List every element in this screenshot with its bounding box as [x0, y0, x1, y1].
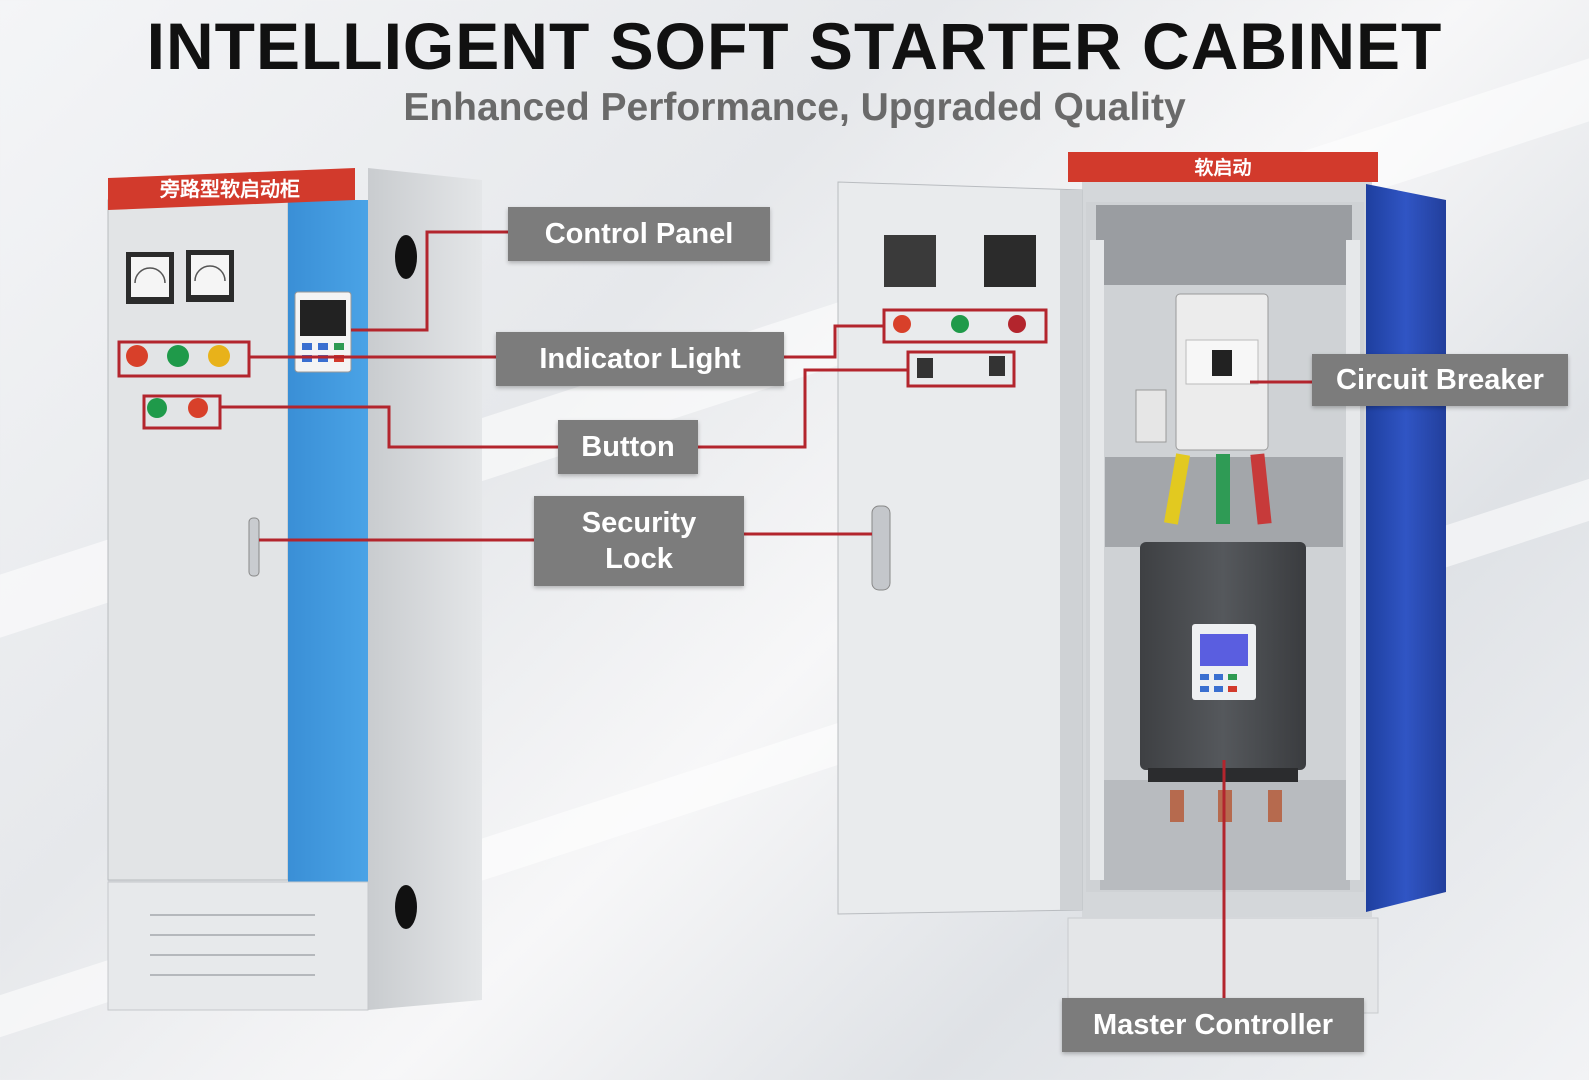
- page-subtitle: Enhanced Performance, Upgraded Quality: [403, 86, 1186, 129]
- auxiliary-breaker: [1135, 389, 1167, 443]
- callout-control-panel: Control Panel: [508, 207, 770, 261]
- left-cabinet-side: [368, 168, 482, 1010]
- door-indicator-darkred: [1008, 315, 1026, 333]
- right-cabinet-sign-plate: [1068, 152, 1378, 182]
- left-cabinet-sign-plate: [108, 168, 355, 210]
- leader-button-right: [698, 368, 908, 449]
- highlight-indicator-left: [117, 340, 251, 378]
- callout-security-lock: Security Lock: [534, 496, 744, 586]
- cable-entry-hole: [395, 885, 417, 929]
- right-cabinet-sign: 软启动: [1194, 156, 1251, 179]
- door-meter-left: [884, 235, 936, 287]
- callout-circuit-breaker: Circuit Breaker: [1312, 354, 1568, 406]
- leader-button-left: [220, 405, 560, 449]
- stop-button: [188, 398, 208, 418]
- cable-entry-hole: [395, 235, 417, 279]
- right-cabinet: 软启动: [837, 152, 1446, 1014]
- leader-control-panel: [351, 230, 510, 332]
- door-button-left: [917, 358, 933, 378]
- door-meter-right: [984, 235, 1036, 287]
- left-cabinet: 旁路型软启动柜: [107, 168, 482, 1011]
- left-cabinet-sign: 旁路型软启动柜: [159, 177, 300, 201]
- door-indicator-red: [893, 315, 911, 333]
- leader-indicator-right: [784, 324, 884, 359]
- callout-button: Button: [558, 420, 698, 474]
- right-cabinet-blue-panel: [1366, 184, 1446, 912]
- door-button-right: [989, 356, 1005, 376]
- highlight-button-left: [142, 394, 222, 430]
- leader-lines: [220, 230, 1312, 998]
- start-button: [147, 398, 167, 418]
- indicator-light-red: [126, 345, 148, 367]
- left-cabinet-vent-base: [107, 881, 369, 1011]
- indicator-light-yellow: [208, 345, 230, 367]
- door-security-lock: [871, 505, 891, 591]
- callout-master-controller: Master Controller: [1062, 998, 1364, 1052]
- left-security-lock: [248, 517, 260, 577]
- door-indicator-green: [951, 315, 969, 333]
- page-title: INTELLIGENT SOFT STARTER CABINET: [146, 9, 1443, 83]
- callout-indicator-light: Indicator Light: [496, 332, 784, 386]
- indicator-light-green: [167, 345, 189, 367]
